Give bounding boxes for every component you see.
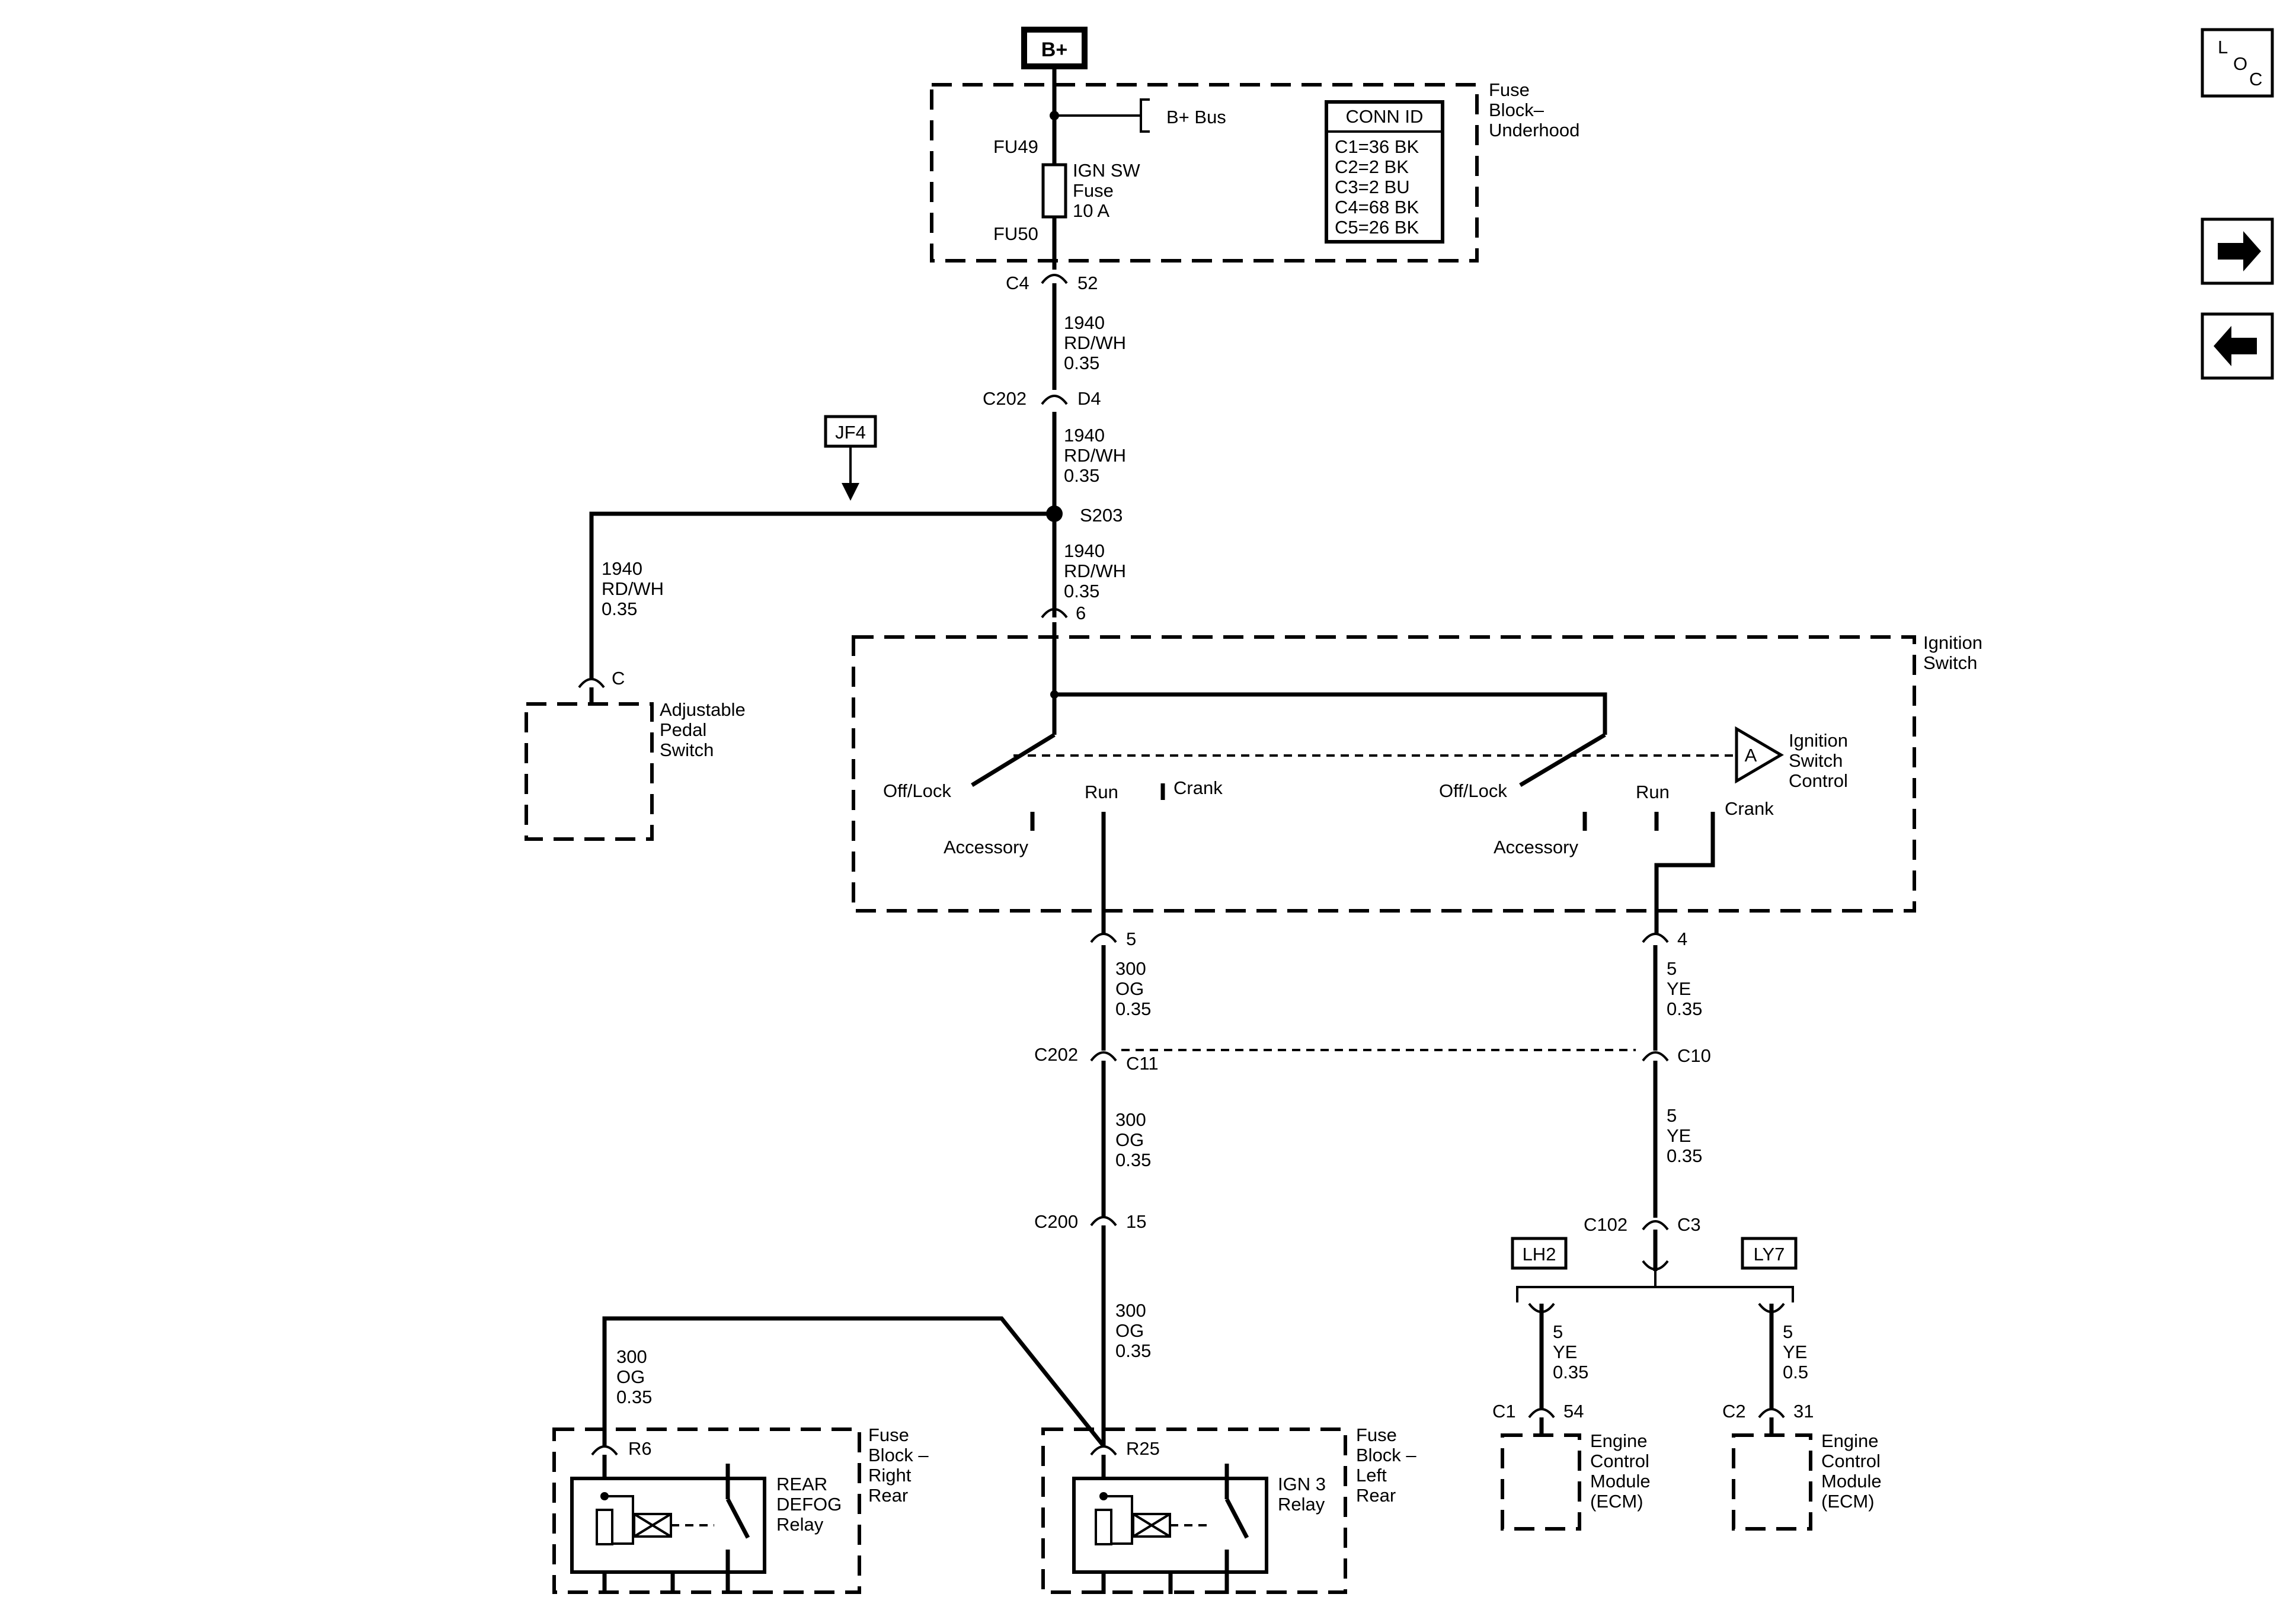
r6-label: R6 bbox=[628, 1438, 652, 1459]
c202-mid-label: C202 bbox=[1034, 1044, 1078, 1065]
c102-pin-label: C3 bbox=[1677, 1214, 1701, 1235]
ecm2-conn-label: C2 bbox=[1722, 1401, 1746, 1422]
svg-text:CONN ID: CONN ID bbox=[1346, 106, 1424, 127]
c4-pin-label: 52 bbox=[1077, 273, 1098, 293]
adjustable-pedal-switch bbox=[525, 702, 654, 841]
c202-top-pin-label: D4 bbox=[1077, 388, 1101, 409]
s203-label: S203 bbox=[1080, 505, 1123, 526]
lh2-ref-tag: LH2 bbox=[1511, 1237, 1568, 1270]
ecm1-pin-label: 54 bbox=[1563, 1401, 1584, 1422]
rear-defog-relay bbox=[570, 1464, 766, 1594]
next-arrow-icon[interactable] bbox=[2201, 217, 2274, 285]
svg-text:LY7: LY7 bbox=[1754, 1244, 1785, 1265]
ecm1-conn-label: C1 bbox=[1492, 1401, 1516, 1422]
ign3-relay bbox=[1072, 1464, 1268, 1594]
left-off-lock-label: Off/Lock bbox=[883, 780, 951, 801]
ly7-ref-tag: LY7 bbox=[1741, 1237, 1798, 1270]
adj-pin-label: C bbox=[612, 668, 625, 689]
left-run-label: Run bbox=[1085, 782, 1118, 802]
c202-top-label: C202 bbox=[983, 388, 1027, 409]
loc-button[interactable]: L O C bbox=[2201, 28, 2274, 98]
ecm2-pin-label: 31 bbox=[1793, 1401, 1814, 1422]
right-run-label: Run bbox=[1636, 782, 1670, 802]
crank-out-pin-label: 4 bbox=[1677, 929, 1687, 949]
svg-text:JF4: JF4 bbox=[835, 422, 866, 443]
svg-text:C: C bbox=[2249, 69, 2262, 89]
r25-label: R25 bbox=[1126, 1438, 1160, 1459]
prev-arrow-icon[interactable] bbox=[2201, 312, 2274, 380]
run-out-pin-label: 5 bbox=[1126, 929, 1136, 949]
svg-text:O: O bbox=[2233, 53, 2247, 74]
svg-text:LH2: LH2 bbox=[1523, 1244, 1556, 1265]
ignition-switch bbox=[852, 635, 1916, 913]
ign-sw-fuse bbox=[1041, 163, 1067, 219]
svg-text:A: A bbox=[1745, 745, 1757, 766]
right-accessory-label: Accessory bbox=[1494, 837, 1578, 857]
left-crank-label: Crank bbox=[1173, 777, 1223, 798]
c200-label: C200 bbox=[1034, 1211, 1078, 1232]
fuse-block-left-rear bbox=[1041, 1427, 1347, 1594]
c202-mid-pin-right-label: C10 bbox=[1677, 1045, 1711, 1066]
ign-in-pin-label: 6 bbox=[1076, 603, 1086, 623]
fuse-block-underhood bbox=[930, 83, 1479, 263]
c4-label: C4 bbox=[1006, 273, 1029, 293]
c200-pin-label: 15 bbox=[1126, 1211, 1146, 1232]
c102-label: C102 bbox=[1584, 1214, 1627, 1235]
fuse-out-label: FU50 bbox=[993, 223, 1038, 244]
b-plus-source: B+ bbox=[1021, 27, 1088, 69]
left-accessory-label: Accessory bbox=[944, 837, 1028, 857]
svg-text:L: L bbox=[2218, 37, 2228, 57]
right-off-lock-label: Off/Lock bbox=[1439, 780, 1507, 801]
ecm-1 bbox=[1501, 1433, 1581, 1531]
right-crank-label: Crank bbox=[1725, 798, 1774, 819]
jf4-ref-tag: JF4 bbox=[824, 415, 877, 501]
fuse-in-label: FU49 bbox=[993, 136, 1038, 157]
ignition-switch-control-tag: A bbox=[1735, 726, 1784, 784]
b-plus-bus-label: B+ Bus bbox=[1166, 107, 1226, 127]
svg-text:B+: B+ bbox=[1041, 39, 1067, 61]
ecm-2 bbox=[1732, 1433, 1812, 1531]
c202-mid-pin-left-label: C11 bbox=[1126, 1053, 1159, 1074]
fuse-block-right-rear bbox=[552, 1427, 861, 1594]
